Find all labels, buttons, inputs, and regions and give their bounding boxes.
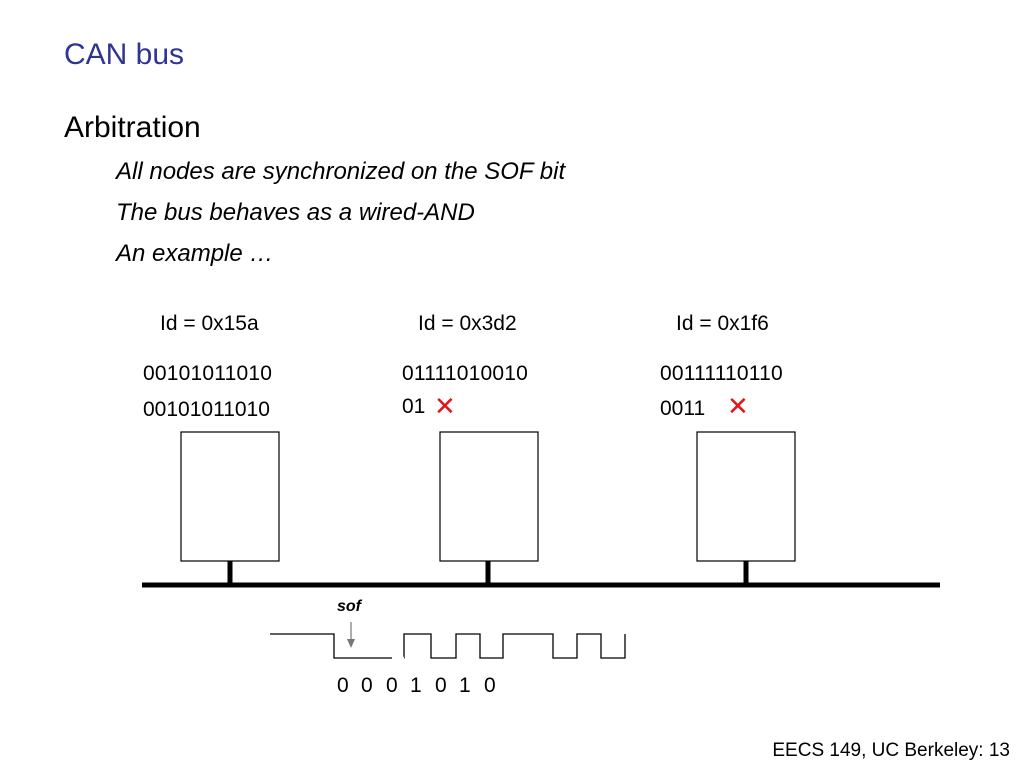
node-1-bits: 00101011010 [143,362,273,385]
waveform-bit: 0 [435,674,447,697]
waveform-bit: 0 [484,674,496,697]
bullet-3: An example … [116,240,274,267]
node-3-bits: 00111110110 [660,362,783,385]
x-mark-icon: ✕ [434,392,456,422]
node-1-id: Id = 0x15a [160,312,259,335]
slide-title: CAN bus [64,38,185,71]
node-3-sent-bits: 0011 [660,397,706,420]
bit-waveform [270,633,626,659]
node-2-box [439,431,539,562]
bullet-2: The bus behaves as a wired-AND [116,199,475,226]
waveform-bit: 0 [361,674,373,697]
sof-label: sof [337,598,363,615]
node-2-id: Id = 0x3d2 [418,312,517,335]
waveform-bit: 1 [410,674,422,697]
node-1-box [180,431,280,562]
section-heading: Arbitration [64,111,201,144]
waveform-bit: 1 [459,674,471,697]
node-2-sent-bits: 01 [402,395,426,418]
waveform-bit: 0 [337,674,349,697]
sof-arrow-head [347,639,355,648]
node-3-id: Id = 0x1f6 [676,312,769,335]
slide-footer: EECS 149, UC Berkeley: 13 [772,740,1010,761]
waveform-bits: 0 0 0 1 0 1 0 [337,674,496,697]
bullet-1: All nodes are synchronized on the SOF bi… [116,158,566,185]
node-3-box [696,431,796,562]
node-2-bits: 01111010010 [402,362,528,385]
node-1-sent-bits: 00101011010 [143,398,270,421]
x-mark-icon: ✕ [727,392,749,422]
waveform-bit: 0 [386,674,398,697]
